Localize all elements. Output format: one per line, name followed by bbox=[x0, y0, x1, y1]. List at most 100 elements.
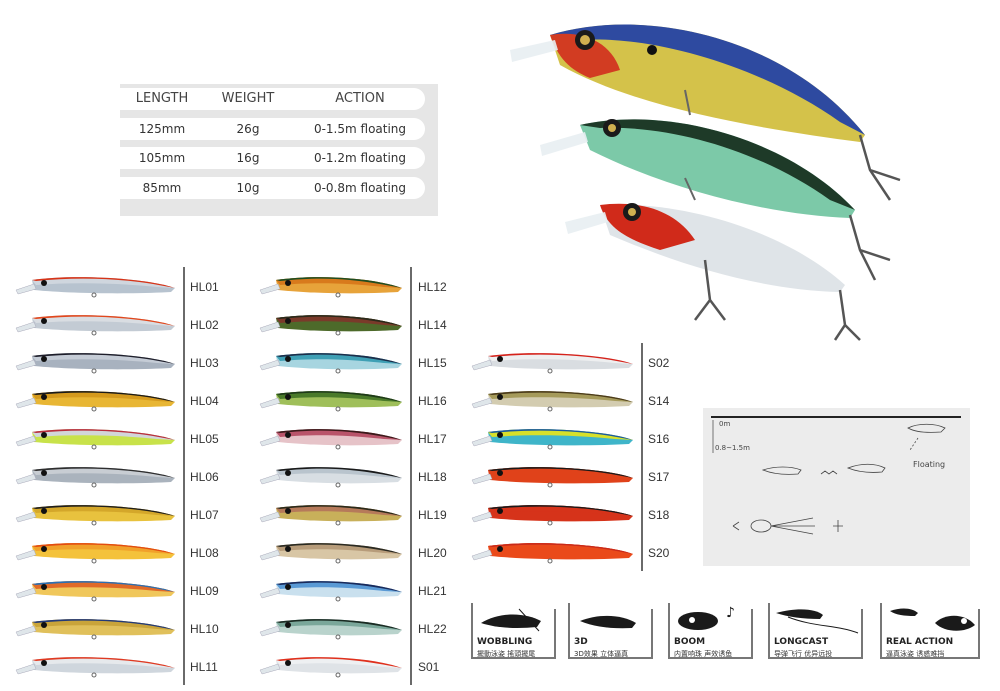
lure-item bbox=[470, 536, 635, 566]
lure-divider bbox=[410, 533, 412, 571]
spec-length: 105mm bbox=[138, 151, 186, 165]
lure-code-label: S18 bbox=[648, 508, 670, 522]
lure-item bbox=[14, 574, 177, 604]
lure-divider bbox=[183, 419, 185, 457]
lure-item bbox=[14, 384, 177, 414]
lure-image bbox=[15, 429, 175, 450]
lure-divider bbox=[410, 419, 412, 457]
lure-image bbox=[471, 505, 633, 526]
feature-subtitle: 擺動泳姿 搖頭擺尾 bbox=[477, 650, 536, 658]
diagram-depth-top: 0m bbox=[719, 420, 731, 428]
spec-action: 0-0.8m floating bbox=[313, 181, 407, 195]
lure-divider bbox=[410, 571, 412, 609]
lure-image bbox=[471, 429, 633, 450]
lure-divider bbox=[641, 419, 643, 457]
lure-item bbox=[14, 460, 177, 490]
lure-code-label: S16 bbox=[648, 432, 670, 446]
feature-3d: 3D 3D效果 立体逼真 bbox=[568, 603, 653, 659]
lure-divider bbox=[410, 305, 412, 343]
lure-divider bbox=[183, 343, 185, 381]
lure-divider bbox=[183, 457, 185, 495]
lure-code-label: HL04 bbox=[190, 394, 219, 408]
lure-item bbox=[14, 498, 177, 528]
lure-item bbox=[258, 612, 404, 642]
feature-title: REAL ACTION bbox=[886, 637, 954, 647]
lure-divider bbox=[183, 609, 185, 647]
lure-image bbox=[259, 353, 402, 374]
lure-divider bbox=[183, 495, 185, 533]
feature-subtitle: 3D效果 立体逼真 bbox=[574, 650, 629, 658]
lure-item bbox=[258, 536, 404, 566]
spec-weight: 26g bbox=[236, 122, 260, 136]
lure-image bbox=[259, 315, 402, 336]
lure-code-label: HL17 bbox=[418, 432, 447, 446]
lure-code-label: HL22 bbox=[418, 622, 447, 636]
lure-item bbox=[258, 270, 404, 300]
lure-code-label: HL16 bbox=[418, 394, 447, 408]
feature-boom: ♪ BOOM 内置响珠 声效诱鱼 bbox=[668, 603, 753, 659]
svg-text:♪: ♪ bbox=[726, 605, 735, 621]
header-weight: WEIGHT bbox=[221, 91, 275, 106]
feature-title: 3D bbox=[574, 637, 588, 647]
lure-item bbox=[258, 346, 404, 376]
spec-action: 0-1.5m floating bbox=[313, 122, 407, 136]
lure-code-label: HL01 bbox=[190, 280, 219, 294]
lure-image bbox=[15, 657, 175, 678]
spec-action: 0-1.2m floating bbox=[313, 151, 407, 165]
lure-code-label: HL11 bbox=[190, 660, 218, 674]
lure-divider bbox=[410, 495, 412, 533]
lure-image bbox=[15, 277, 175, 298]
lure-divider bbox=[410, 609, 412, 647]
feature-subtitle: 导弹飞行 优异远投 bbox=[774, 650, 833, 658]
lure-item bbox=[258, 308, 404, 338]
wobbling-icon bbox=[481, 608, 541, 632]
lure-item bbox=[258, 460, 404, 490]
lure-image bbox=[15, 619, 175, 640]
lure-code-label: S01 bbox=[418, 660, 440, 674]
longcast-icon bbox=[776, 609, 859, 634]
lure-image bbox=[259, 581, 402, 602]
lure-item bbox=[470, 384, 635, 414]
lure-divider bbox=[183, 647, 185, 685]
lure-divider bbox=[641, 343, 643, 381]
lure-item bbox=[14, 308, 177, 338]
lure-image bbox=[471, 467, 633, 488]
diagram-floating-label: Floating bbox=[913, 460, 946, 469]
lure-item bbox=[14, 536, 177, 566]
lure-image bbox=[259, 277, 402, 298]
lure-code-label: HL20 bbox=[418, 546, 447, 560]
lure-item bbox=[470, 460, 635, 490]
diagram-depth-range: 0.8~1.5m bbox=[715, 444, 750, 452]
hero-lure-2 bbox=[540, 119, 891, 281]
lure-item bbox=[14, 346, 177, 376]
spec-weight: 16g bbox=[236, 151, 260, 165]
lure-divider bbox=[410, 267, 412, 305]
lure-image bbox=[15, 505, 175, 526]
boom-icon: ♪ bbox=[678, 605, 735, 630]
lure-code-label: HL07 bbox=[190, 508, 219, 522]
feature-wobbling: WOBBLING 擺動泳姿 搖頭擺尾 bbox=[471, 603, 556, 659]
lure-code-label: S14 bbox=[648, 394, 670, 408]
lure-divider bbox=[410, 343, 412, 381]
feature-subtitle: 内置响珠 声效诱鱼 bbox=[674, 650, 733, 658]
lure-image bbox=[15, 581, 175, 602]
3d-icon bbox=[580, 615, 636, 629]
lure-item bbox=[14, 270, 177, 300]
lure-divider bbox=[183, 305, 185, 343]
lure-divider bbox=[641, 381, 643, 419]
feature-subtitle: 逼真泳姿 诱惑难挡 bbox=[886, 650, 945, 658]
lure-code-label: HL06 bbox=[190, 470, 219, 484]
lure-image bbox=[15, 391, 175, 412]
lure-image bbox=[259, 543, 402, 564]
lure-code-label: HL09 bbox=[190, 584, 219, 598]
lure-image bbox=[15, 467, 175, 488]
lure-item bbox=[258, 384, 404, 414]
lure-image bbox=[15, 543, 175, 564]
lure-code-label: HL10 bbox=[190, 622, 219, 636]
lure-image bbox=[15, 353, 175, 374]
lure-code-label: HL02 bbox=[190, 318, 219, 332]
lure-item bbox=[258, 498, 404, 528]
lure-item bbox=[14, 612, 177, 642]
lure-image bbox=[259, 391, 402, 412]
lure-item bbox=[14, 422, 177, 452]
